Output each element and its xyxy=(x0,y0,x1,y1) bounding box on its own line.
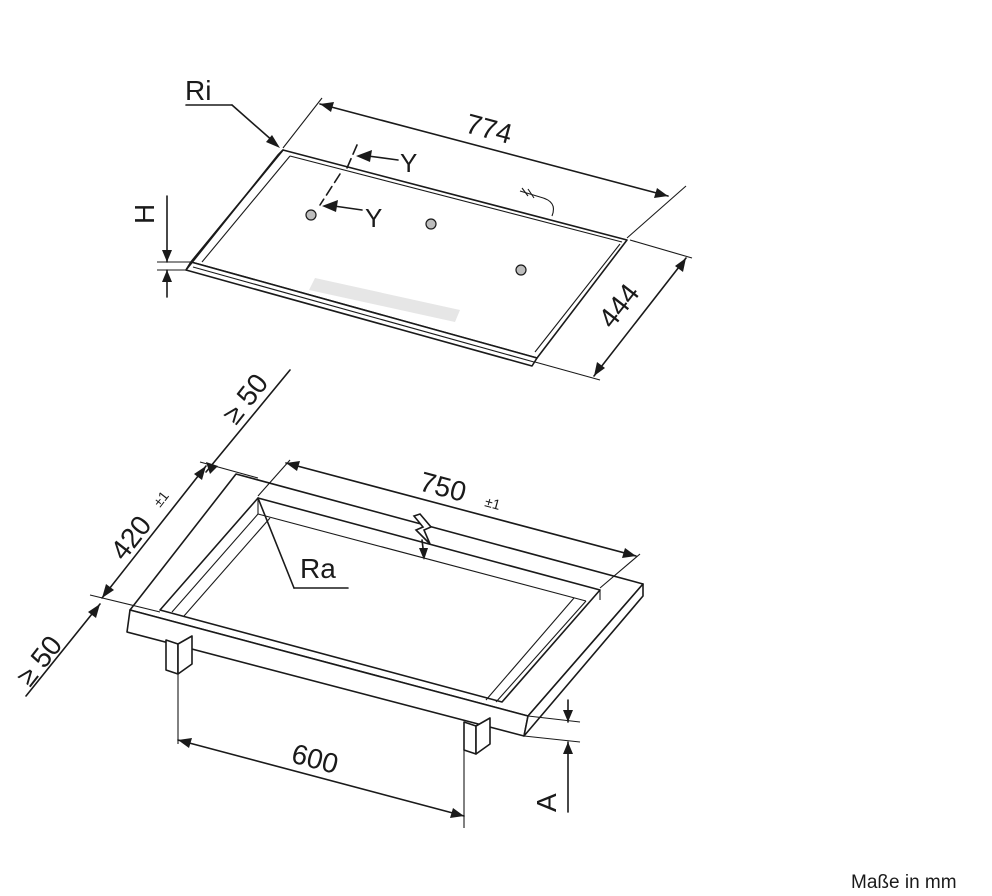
cooking-zone-marker xyxy=(305,209,317,221)
cutout-depth-tolerance: ±1 xyxy=(150,488,172,510)
cutout-opening xyxy=(159,497,601,703)
inner-radius-label: Ri xyxy=(185,75,211,106)
cutout-drawing: Ra 750 ±1 420 ±1 ≥ 50 ≥ 50 xyxy=(10,368,644,828)
outer-radius-label: Ra xyxy=(300,553,336,584)
hob-drawing: Y Y Ri 774 444 H xyxy=(129,75,693,381)
section-label-2: Y xyxy=(365,203,382,233)
power-cable xyxy=(519,190,555,217)
hob-depth-label: 444 xyxy=(592,278,645,334)
cabinet-left-side-depth xyxy=(177,635,193,675)
cutout-width-label: 750 xyxy=(416,466,469,508)
cabinet-right-side-depth xyxy=(475,717,491,755)
cabinet-right-side xyxy=(463,721,477,755)
cabinet-left-side xyxy=(165,639,179,675)
section-label-1: Y xyxy=(400,148,417,178)
cutout-width-tolerance: ±1 xyxy=(483,493,502,513)
power-connection-icon xyxy=(412,513,433,545)
cooking-zone-marker xyxy=(515,264,527,276)
cutout-depth-label: 420 xyxy=(104,510,157,566)
cooking-zone-marker xyxy=(425,218,437,230)
units-note: Maße in mm xyxy=(851,872,957,893)
hob-height-label: H xyxy=(129,204,160,224)
offset-label: A xyxy=(531,793,562,812)
glass-reflection xyxy=(309,278,460,322)
cabinet-width-label: 600 xyxy=(288,738,341,780)
front-clearance-label: ≥ 50 xyxy=(10,630,68,692)
